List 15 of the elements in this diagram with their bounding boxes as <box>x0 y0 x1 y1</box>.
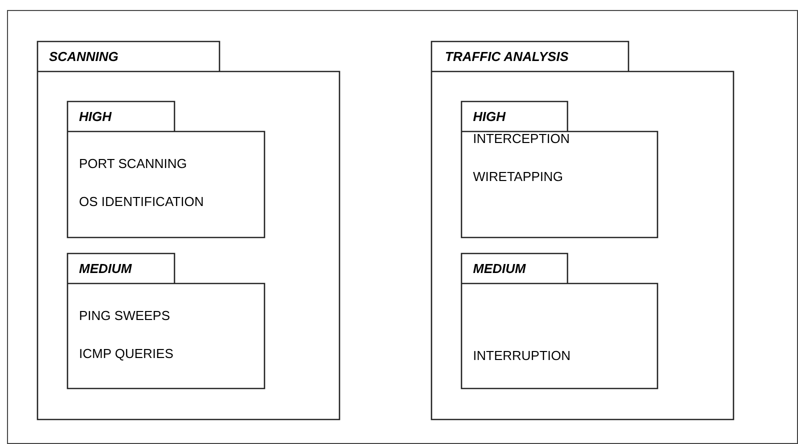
package-title: HIGH <box>79 109 112 125</box>
package-item: PING SWEEPS <box>79 308 170 324</box>
package-item: INTERRUPTION <box>473 348 570 364</box>
package-item: OS IDENTIFICATION <box>79 194 204 210</box>
package-title: HIGH <box>473 109 506 125</box>
package-title: MEDIUM <box>79 261 132 277</box>
package-title: SCANNING <box>49 49 118 65</box>
package-title: TRAFFIC ANALYSIS <box>445 49 568 65</box>
package-folder <box>431 41 734 420</box>
package-item: INTERCEPTION <box>473 131 570 147</box>
package-title: MEDIUM <box>473 261 526 277</box>
package-item: ICMP QUERIES <box>79 346 174 362</box>
package-item: WIRETAPPING <box>473 169 564 185</box>
package-folder <box>37 41 340 420</box>
package-item: PORT SCANNING <box>79 156 187 172</box>
